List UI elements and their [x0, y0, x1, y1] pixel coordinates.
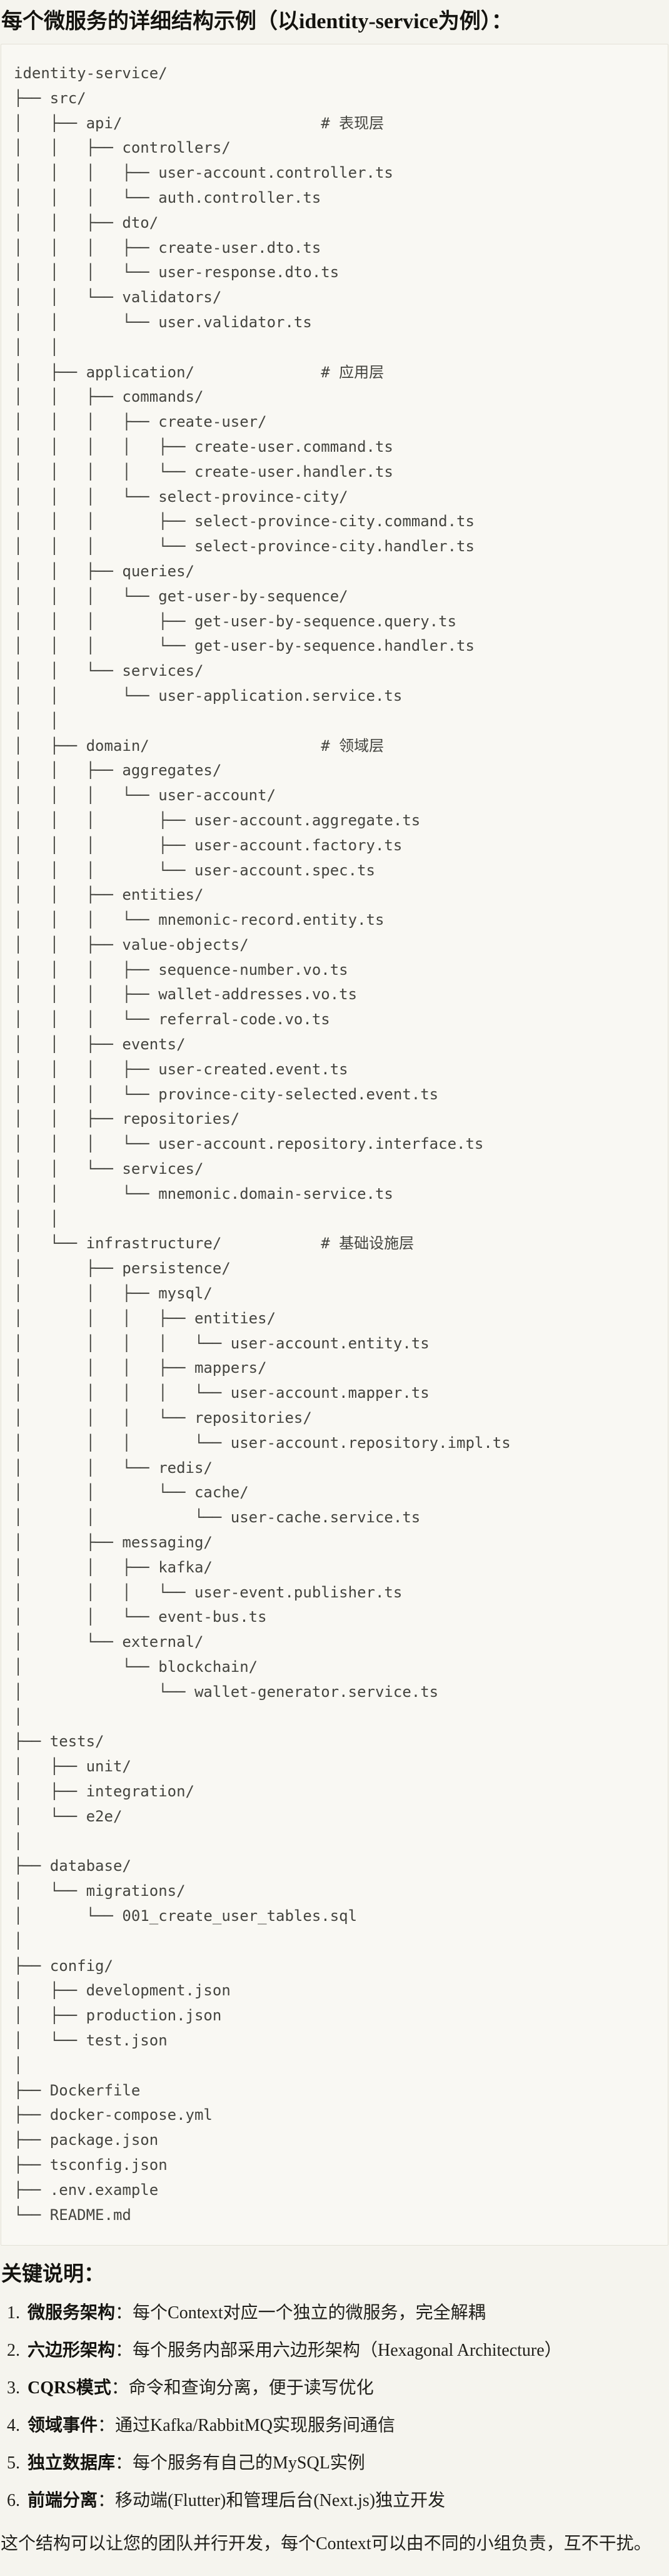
- note-item-description: ：命令和查询分离，便于读写优化: [111, 2378, 374, 2398]
- directory-tree-code-block: identity-service/ ├── src/ │ ├── api/ # …: [1, 44, 668, 2246]
- note-item-description: ：每个服务内部采用六边形架构（Hexagonal Architecture）: [115, 2341, 562, 2361]
- note-item-label: 六边形架构: [28, 2341, 116, 2361]
- document: 每个微服务的详细结构示例（以identity-service为例）： ident…: [0, 8, 669, 2574]
- notes-heading: 关键说明：: [1, 2263, 104, 2286]
- notes-list: 1. 微服务架构：每个Context对应一个独立的微服务，完全解耦 2. 六边形架构…: [1, 2300, 668, 2513]
- note-item-label: CQRS模式: [28, 2378, 111, 2398]
- note-item-number: 3.: [7, 2378, 20, 2398]
- page-title: 每个微服务的详细结构示例（以identity-service为例）：: [1, 10, 513, 33]
- note-item-number: 6.: [7, 2491, 20, 2511]
- note-item-label: 独立数据库: [28, 2453, 116, 2473]
- note-item-label: 领域事件: [28, 2416, 98, 2436]
- note-item-label: 前端分离: [28, 2491, 98, 2511]
- note-item-number: 2.: [7, 2341, 20, 2361]
- note-item-description: ：移动端(Flutter)和管理后台(Next.js)独立开发: [98, 2491, 446, 2511]
- note-item-number: 1.: [7, 2303, 20, 2323]
- note-item-description: ：每个服务有自己的MySQL实例: [115, 2453, 365, 2473]
- note-item-number: 5.: [7, 2453, 20, 2473]
- note-item: 5. 独立数据库：每个服务有自己的MySQL实例: [7, 2450, 668, 2476]
- note-item-description: ：通过Kafka/RabbitMQ实现服务间通信: [98, 2416, 395, 2436]
- note-item: 4. 领域事件：通过Kafka/RabbitMQ实现服务间通信: [7, 2413, 668, 2438]
- note-item-number: 4.: [7, 2416, 20, 2436]
- note-item-label: 微服务架构: [28, 2303, 116, 2323]
- note-item: 3. CQRS模式：命令和查询分离，便于读写优化: [7, 2375, 668, 2401]
- note-item: 1. 微服务架构：每个Context对应一个独立的微服务，完全解耦: [7, 2300, 668, 2326]
- note-item: 6. 前端分离：移动端(Flutter)和管理后台(Next.js)独立开发: [7, 2488, 668, 2513]
- closing-paragraph: 这个结构可以让您的团队并行开发，每个Context可以由不同的小组负责，互不干扰…: [1, 2534, 651, 2554]
- note-item: 2. 六边形架构：每个服务内部采用六边形架构（Hexagonal Architec…: [7, 2338, 668, 2363]
- note-item-description: ：每个Context对应一个独立的微服务，完全解耦: [115, 2303, 486, 2323]
